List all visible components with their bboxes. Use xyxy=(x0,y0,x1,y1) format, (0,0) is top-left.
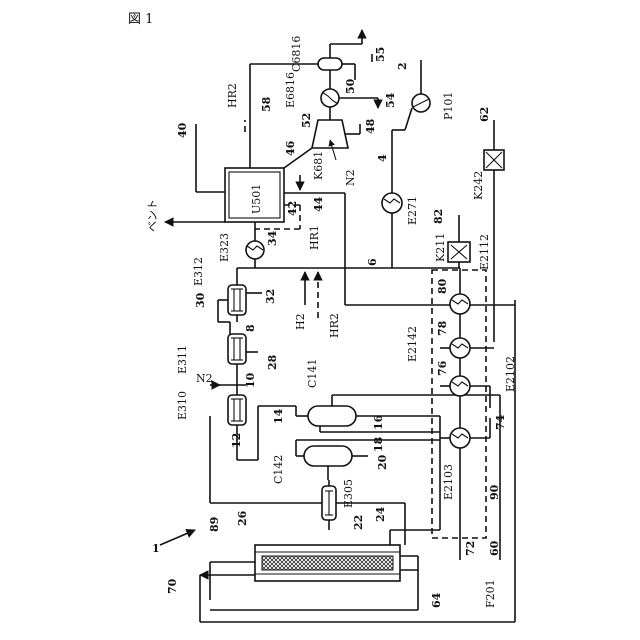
heat-exchanger-e2112 xyxy=(450,294,470,314)
stream-34: 34 xyxy=(266,230,279,246)
stream-4: 4 xyxy=(376,154,389,162)
label-c142: C142 xyxy=(272,455,285,484)
stream-64: 64 xyxy=(430,592,443,608)
heat-exchanger-e2102 xyxy=(450,376,470,396)
vessel-c141 xyxy=(308,406,356,426)
heat-exchanger-e2103 xyxy=(450,428,470,448)
heat-exchanger-e271 xyxy=(382,193,402,213)
label-c141: C141 xyxy=(306,359,319,388)
stream-50: 50 xyxy=(344,78,357,94)
stream-18: 18 xyxy=(372,436,385,452)
label-e6816: E6816 xyxy=(284,72,297,108)
stream-6: 6 xyxy=(366,258,379,266)
stream-54: 54 xyxy=(384,92,397,108)
label-e2142: E2142 xyxy=(406,326,419,362)
stream-44: 44 xyxy=(312,196,325,212)
label-vent: ベント xyxy=(146,199,159,232)
label-e310: E310 xyxy=(176,391,189,420)
stream-8: 8 xyxy=(244,324,257,332)
stream-74: 74 xyxy=(494,414,507,430)
stream-70: 70 xyxy=(166,578,179,594)
heat-exchanger-e2142 xyxy=(450,338,470,358)
stream-60: 60 xyxy=(488,540,501,556)
compressor-k681 xyxy=(312,120,348,148)
stream-14: 14 xyxy=(272,408,285,424)
heat-exchanger-e305 xyxy=(322,486,336,520)
stream-28: 28 xyxy=(266,354,279,370)
stream-40: 40 xyxy=(176,122,189,138)
stream-48: 48 xyxy=(364,118,377,134)
label-k242: K242 xyxy=(472,171,485,200)
label-c6816: C6816 xyxy=(290,36,303,72)
stream-82: 82 xyxy=(432,209,445,224)
label-e271: E271 xyxy=(406,196,419,225)
label-k211: K211 xyxy=(434,233,447,262)
stream-46: 46 xyxy=(284,140,297,156)
label-n2-top: N2 xyxy=(344,169,357,186)
vessel-c142 xyxy=(304,446,352,466)
stream-26: 26 xyxy=(236,510,249,526)
label-k681: K681 xyxy=(312,151,325,180)
label-hr2-top: HR2 xyxy=(226,83,239,108)
label-e323: E323 xyxy=(218,233,231,262)
label-hr2-bottom: HR2 xyxy=(328,313,341,338)
label-f201: F201 xyxy=(484,579,497,608)
valve-k211 xyxy=(448,242,470,262)
stream-10: 10 xyxy=(244,372,257,388)
label-e305: E305 xyxy=(342,479,355,508)
label-e2112: E2112 xyxy=(478,234,491,270)
stream-90: 90 xyxy=(488,484,501,500)
label-hr1: HR1 xyxy=(308,225,321,250)
stream-16: 16 xyxy=(372,414,385,430)
heat-exchanger-e310 xyxy=(228,395,246,425)
column-c6816 xyxy=(318,58,342,70)
stream-89: 89 xyxy=(208,517,221,532)
label-e2102: E2102 xyxy=(504,356,517,392)
stream-76: 76 xyxy=(436,360,449,376)
stream-2: 2 xyxy=(396,62,409,70)
label-n2-left: N2 xyxy=(196,372,213,385)
label-h2: H2 xyxy=(294,313,307,330)
stream-42: 42 xyxy=(286,201,299,216)
valve-k242 xyxy=(484,150,504,170)
label-e311: E311 xyxy=(176,345,189,374)
pump-p101 xyxy=(412,94,430,112)
label-p101: P101 xyxy=(442,92,455,120)
stream-22: 22 xyxy=(352,515,365,530)
reactor-f201 xyxy=(255,545,400,581)
stream-52: 52 xyxy=(300,113,313,128)
label-e312: E312 xyxy=(192,257,205,286)
stream-30: 30 xyxy=(194,292,207,308)
stream-80: 80 xyxy=(436,278,449,294)
label-e2103: E2103 xyxy=(442,464,455,500)
stream-62: 62 xyxy=(478,107,491,122)
heat-exchanger-e323 xyxy=(246,241,264,259)
stream-24: 24 xyxy=(374,506,387,522)
label-u501: U501 xyxy=(250,184,263,214)
heat-exchanger-e312 xyxy=(228,285,246,315)
stream-72: 72 xyxy=(464,541,477,556)
stream-58: 58 xyxy=(260,96,273,112)
stream-32: 32 xyxy=(264,289,277,304)
heat-exchanger-e311 xyxy=(228,334,246,364)
stream-20: 20 xyxy=(376,454,389,470)
heat-exchanger-e6816 xyxy=(321,89,339,107)
stream-1: 1 xyxy=(152,542,160,555)
stream-78: 78 xyxy=(436,320,449,336)
stream-55: 55 xyxy=(374,47,387,62)
stream-12: 12 xyxy=(230,433,243,448)
